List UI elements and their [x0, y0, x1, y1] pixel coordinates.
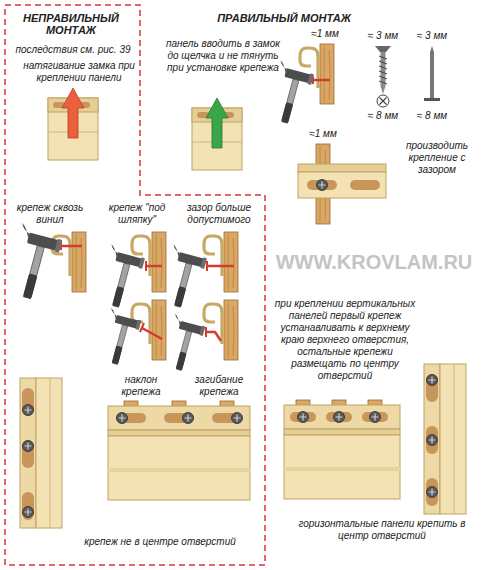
- section-heading: ПРАВИЛЬНЫЙ МОНТАЖ: [196, 12, 372, 24]
- note-text: крепеж сквозь винил: [12, 202, 88, 226]
- dimension-label: ≈ 3 мм: [412, 30, 452, 42]
- screw-symbol: [375, 46, 391, 107]
- note-text: зазор больше допустимого: [176, 202, 262, 226]
- dimension-label: ≈1 мм: [303, 128, 343, 140]
- note-text: натягивание замка при креплении панели: [20, 60, 138, 84]
- region-outline-shape: [4, 4, 266, 566]
- note-text: горизонтальные панели крепить в центр от…: [294, 518, 470, 542]
- dimension-label: ≈ 3 мм: [363, 30, 403, 42]
- gap-detail: [298, 144, 386, 224]
- section-heading: НЕПРАВИЛЬНЫЙ МОНТАЖ: [12, 12, 130, 36]
- note-text: крепеж "под шляпку": [98, 202, 176, 226]
- fastener-tilted: [97, 300, 166, 367]
- fastener-bent: [161, 300, 238, 373]
- dashed-border: [5, 5, 265, 565]
- horizontal-panel-right: [284, 400, 400, 499]
- note-text: панель вводить в замок до щелчка и не тя…: [166, 38, 280, 74]
- vertical-panel-wrong: [20, 378, 62, 528]
- note-text: загибание крепежа: [180, 374, 258, 398]
- note-text: последствия см. рис. 39: [8, 44, 138, 56]
- dimension-label: ≈ 8 мм: [412, 110, 452, 122]
- fastener-through-vinyl: [4, 223, 86, 303]
- dimension-label: ≈ 8 мм: [363, 110, 403, 122]
- panel-snap-right: [192, 98, 242, 170]
- fastener-gap-too-big: [158, 232, 238, 311]
- panel-pull-wrong: [48, 88, 98, 160]
- watermark: WWW.KROVLAM.RU: [274, 250, 474, 274]
- region-outline: НЕПРАВИЛЬНЫЙ МОНТАЖ последствия см. рис. …: [4, 4, 266, 566]
- nail-symbol: [424, 46, 440, 101]
- note-text: при креплении вертикальных панелей первы…: [272, 298, 418, 382]
- note-text: крепеж не в центре отверстий: [60, 536, 260, 548]
- note-text: производить крепление с зазором: [398, 140, 476, 176]
- dimension-label: ≈1 мм: [305, 28, 345, 40]
- note-text: наклон крепежа: [108, 374, 174, 398]
- horizontal-panel-wrong: [108, 401, 250, 500]
- fastener-too-tight: [96, 232, 166, 311]
- vertical-panel-right: [424, 364, 466, 514]
